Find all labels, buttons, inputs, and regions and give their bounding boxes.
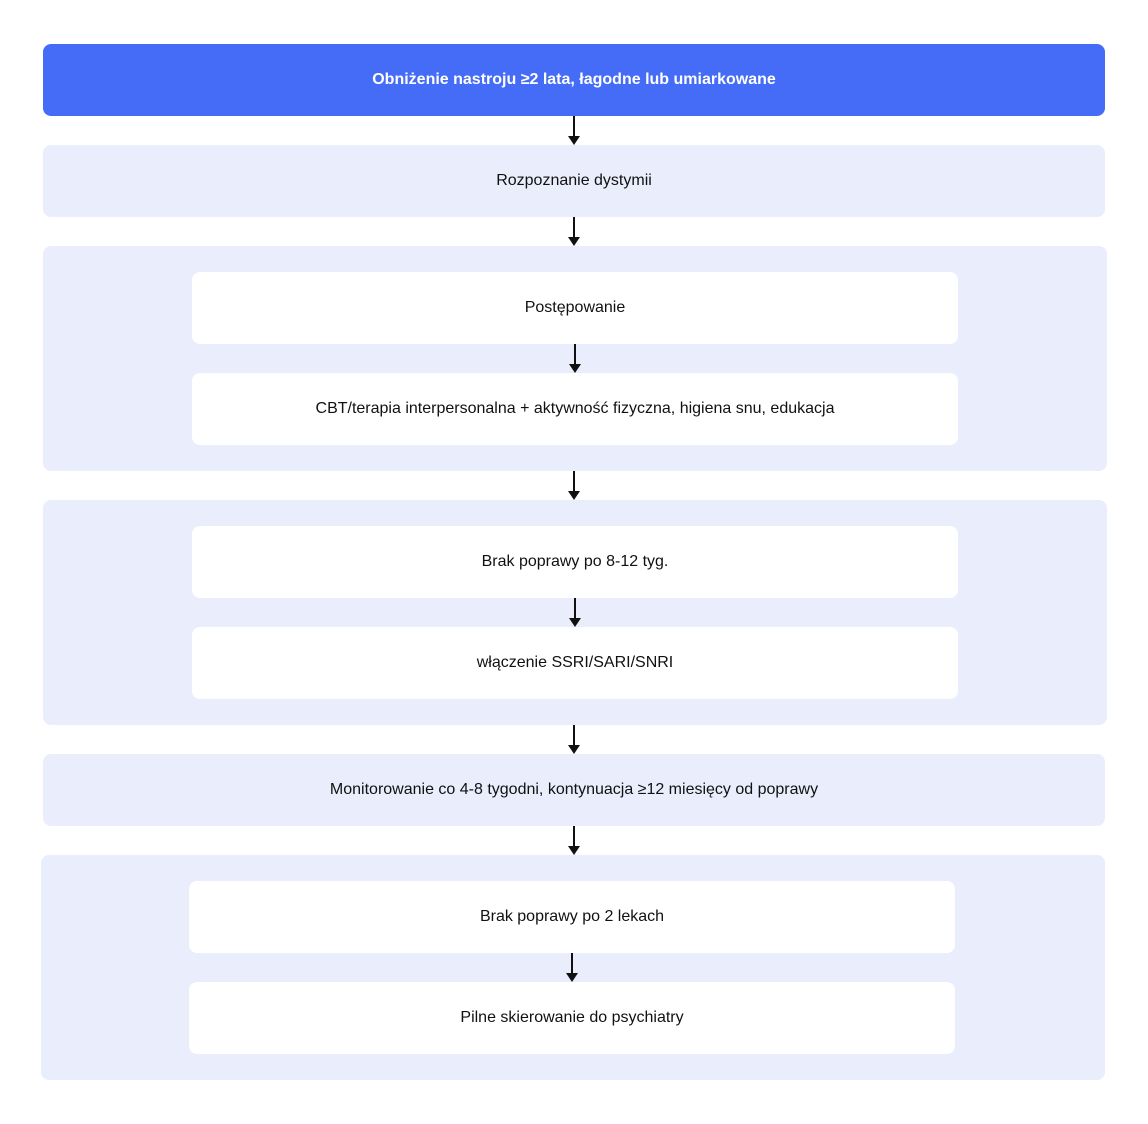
two-drugs-failure-label: Brak poprawy po 2 lekach	[479, 908, 665, 925]
arrow-no-improvement-internal	[569, 598, 581, 627]
arrow-monitoring-to-referral	[568, 826, 580, 855]
start-node-label: Obniżenie nastroju ≥2 lata, łagodne lub …	[372, 71, 776, 88]
therapy-node-label: CBT/terapia interpersonalna + aktywność …	[315, 400, 835, 417]
monitoring-node: Monitorowanie co 4-8 tygodni, kontynuacj…	[43, 754, 1105, 826]
psychiatry-referral-label: Pilne skierowanie do psychiatry	[460, 1009, 684, 1026]
two-drugs-failure-node: Brak poprawy po 2 lekach	[189, 881, 955, 953]
arrow-no-improvement-to-monitoring	[568, 725, 580, 754]
no-improvement-node: Brak poprawy po 8-12 tyg.	[192, 526, 958, 598]
medication-node-label: włączenie SSRI/SARI/SNRI	[476, 654, 674, 671]
diagnosis-node: Rozpoznanie dystymii	[43, 145, 1105, 217]
arrow-diagnosis-to-management	[568, 217, 580, 246]
arrow-management-internal	[569, 344, 581, 373]
medication-node: włączenie SSRI/SARI/SNRI	[192, 627, 958, 699]
management-step-node: Postępowanie	[192, 272, 958, 344]
management-step-label: Postępowanie	[524, 299, 626, 316]
arrow-management-to-no-improvement	[568, 471, 580, 500]
arrow-referral-internal	[566, 953, 578, 982]
psychiatry-referral-node: Pilne skierowanie do psychiatry	[189, 982, 955, 1054]
monitoring-node-label: Monitorowanie co 4-8 tygodni, kontynuacj…	[329, 781, 819, 798]
diagnosis-node-label: Rozpoznanie dystymii	[496, 172, 652, 189]
arrow-start-to-diagnosis	[568, 116, 580, 145]
start-node: Obniżenie nastroju ≥2 lata, łagodne lub …	[43, 44, 1105, 116]
no-improvement-label: Brak poprawy po 8-12 tyg.	[481, 553, 669, 570]
therapy-node: CBT/terapia interpersonalna + aktywność …	[192, 373, 958, 445]
